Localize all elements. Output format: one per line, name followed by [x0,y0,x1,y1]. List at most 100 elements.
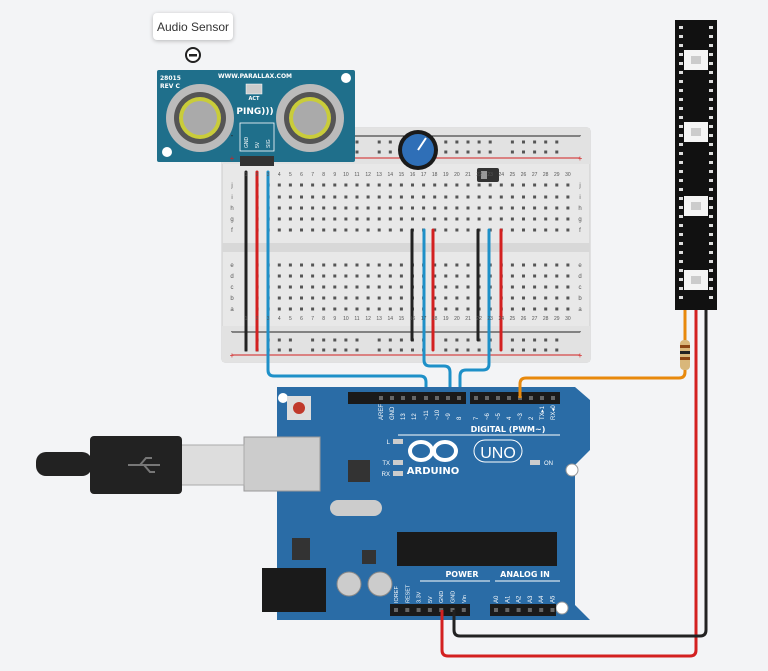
breadboard-hole[interactable] [388,296,392,300]
breadboard-hole[interactable] [300,228,303,232]
breadboard-hole[interactable] [477,195,481,199]
breadboard-hole[interactable] [322,285,326,289]
breadboard-hole[interactable] [510,183,514,187]
breadboard-hole[interactable] [510,206,514,210]
header-pin[interactable] [427,608,432,612]
header-pin[interactable] [496,396,500,400]
analog-header[interactable] [490,604,556,616]
breadboard-hole[interactable] [288,274,292,278]
rail-hole[interactable] [411,348,414,352]
breadboard-hole[interactable] [544,274,548,278]
rail-hole[interactable] [388,348,392,352]
breadboard-hole[interactable] [277,307,281,311]
rail-hole[interactable] [355,140,359,144]
breadboard-hole[interactable] [488,206,492,210]
breadboard-hole[interactable] [399,274,403,278]
breadboard-hole[interactable] [533,195,537,199]
breadboard-hole[interactable] [344,285,348,289]
rail-hole[interactable] [455,150,459,154]
breadboard-hole[interactable] [344,195,348,199]
breadboard-hole[interactable] [422,183,426,187]
breadboard-hole[interactable] [433,263,437,267]
rail-hole[interactable] [533,338,537,342]
breadboard-hole[interactable] [300,195,303,199]
rail-hole[interactable] [355,338,359,342]
digital-header-1[interactable] [348,392,466,404]
rail-hole[interactable] [333,338,337,342]
ping-sensor[interactable]: 28015 REV C WWW.PARALLAX.COM ACT PING)))… [157,70,355,166]
breadboard-hole[interactable] [344,206,348,210]
breadboard-hole[interactable] [300,274,303,278]
breadboard-hole[interactable] [466,183,470,187]
rail-hole[interactable] [311,348,315,352]
breadboard-hole[interactable] [444,206,448,210]
breadboard-hole[interactable] [510,285,514,289]
breadboard-hole[interactable] [288,285,292,289]
breadboard-hole[interactable] [355,307,359,311]
rail-hole[interactable] [477,348,481,352]
header-pin[interactable] [516,608,521,612]
breadboard-hole[interactable] [366,228,370,232]
breadboard-hole[interactable] [366,274,370,278]
rail-hole[interactable] [288,338,292,342]
breadboard-wires[interactable] [244,170,503,400]
breadboard-hole[interactable] [566,285,570,289]
breadboard-hole[interactable] [533,285,537,289]
breadboard-hole[interactable] [322,296,326,300]
resistor[interactable] [680,340,690,370]
rail-hole[interactable] [388,140,392,144]
breadboard-hole[interactable] [444,217,448,221]
breadboard-hole[interactable] [510,195,514,199]
breadboard-hole[interactable] [277,206,281,210]
breadboard-hole[interactable] [399,217,403,221]
breadboard-hole[interactable] [311,228,315,232]
breadboard-hole[interactable] [311,195,315,199]
breadboard-hole[interactable] [477,183,481,187]
breadboard-hole[interactable] [422,217,426,221]
breadboard-hole[interactable] [466,285,470,289]
breadboard-hole[interactable] [411,183,414,187]
rail-hole[interactable] [377,338,381,342]
breadboard-hole[interactable] [444,195,448,199]
breadboard-hole[interactable] [444,183,448,187]
rail-hole[interactable] [377,140,381,144]
breadboard-hole[interactable] [355,263,359,267]
breadboard-hole[interactable] [333,228,337,232]
breadboard-hole[interactable] [333,183,337,187]
breadboard-hole[interactable] [455,285,459,289]
breadboard-hole[interactable] [300,307,303,311]
breadboard-hole[interactable] [510,296,514,300]
breadboard-hole[interactable] [366,263,370,267]
header-pin[interactable] [494,608,498,612]
breadboard-hole[interactable] [544,307,548,311]
rail-hole[interactable] [455,348,459,352]
breadboard-hole[interactable] [277,228,281,232]
header-pin[interactable] [529,396,533,400]
rail-hole[interactable] [488,150,492,154]
breadboard-hole[interactable] [522,296,525,300]
header-pin[interactable] [550,608,555,612]
breadboard-hole[interactable] [566,183,570,187]
breadboard-hole[interactable] [422,195,426,199]
breadboard-hole[interactable] [366,307,370,311]
breadboard-hole[interactable] [466,195,470,199]
breadboard-hole[interactable] [510,263,514,267]
breadboard-hole[interactable] [566,307,570,311]
breadboard-hole[interactable] [277,263,281,267]
breadboard-hole[interactable] [510,217,514,221]
breadboard-hole[interactable] [466,217,470,221]
rail-hole[interactable] [311,338,315,342]
breadboard-hole[interactable] [566,296,570,300]
breadboard-hole[interactable] [300,296,303,300]
breadboard-hole[interactable] [322,274,326,278]
breadboard-hole[interactable] [522,217,525,221]
rail-hole[interactable] [555,348,559,352]
breadboard-hole[interactable] [555,307,559,311]
rail-hole[interactable] [533,348,537,352]
breadboard-hole[interactable] [344,217,348,221]
rail-hole[interactable] [355,348,359,352]
breadboard-hole[interactable] [544,217,548,221]
breadboard-hole[interactable] [566,206,570,210]
rail-hole[interactable] [277,348,281,352]
